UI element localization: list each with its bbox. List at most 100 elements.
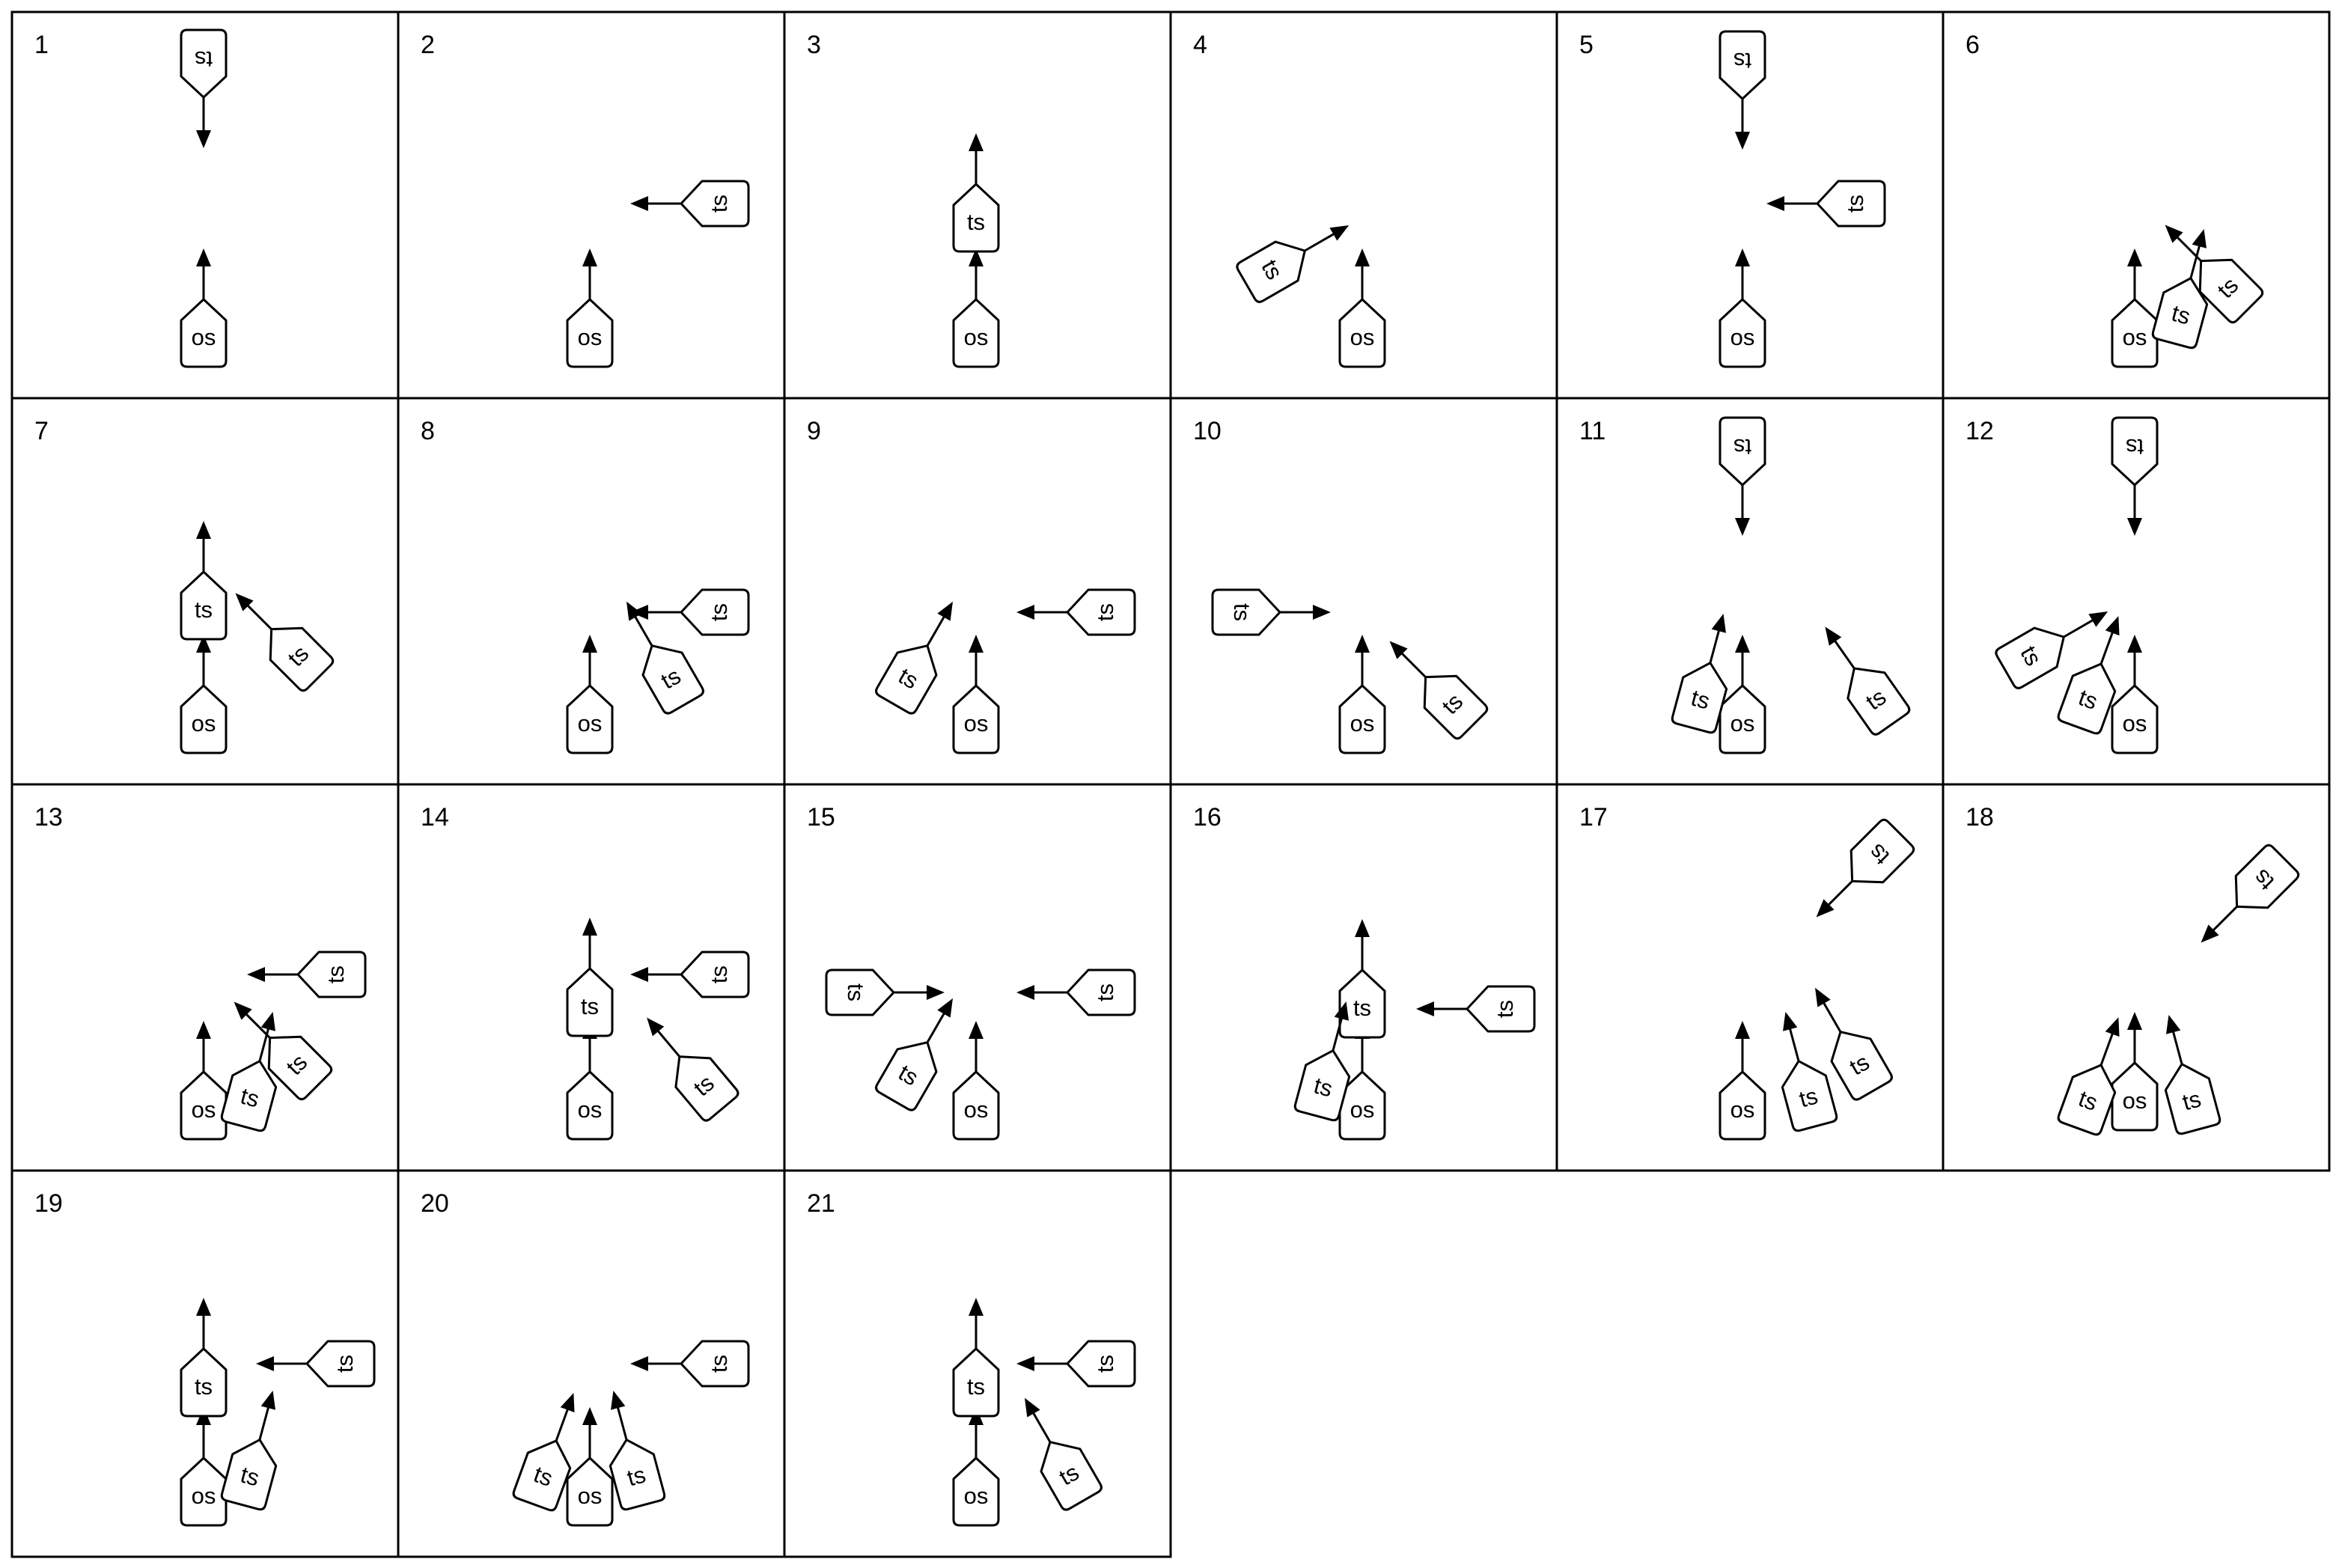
target-ship: ts (1671, 614, 1728, 734)
ship-label: os (1730, 1096, 1755, 1123)
ship-hull (1830, 1031, 1893, 1101)
ship-hull (1816, 180, 1886, 228)
ship-hull (2057, 1064, 2117, 1136)
scenario-number: 6 (1966, 31, 1980, 59)
scenario-number: 14 (421, 803, 449, 832)
ship-hull (1671, 662, 1728, 734)
arrow-head-icon (1016, 985, 1034, 1000)
ship-hull (2234, 844, 2300, 909)
ship-label: os (2123, 710, 2147, 736)
target-ship: ts (609, 1391, 666, 1511)
ship-hull (2198, 258, 2264, 324)
ship-hull (2111, 416, 2159, 486)
heading-vector (258, 1403, 271, 1441)
arrow-head-icon (2166, 1015, 2181, 1034)
arrow-head-icon (1016, 1356, 1034, 1371)
ship-hull (952, 183, 1000, 253)
heading-vector (258, 1025, 271, 1062)
heading-vector (926, 612, 948, 647)
ship-label: os (192, 324, 216, 350)
scenario-number: 12 (1966, 417, 1994, 445)
arrow-head-icon (969, 133, 984, 151)
ship-label: os (964, 710, 989, 736)
arrow-head-icon (969, 1298, 984, 1316)
ship-label: ts (195, 597, 213, 623)
ship-hull (875, 644, 938, 715)
ship-hull (1236, 240, 1306, 303)
own-ship: os (566, 1021, 614, 1141)
ship-hull (512, 1439, 572, 1512)
target-ship: ts (235, 593, 335, 692)
arrow-head-icon (1329, 225, 1350, 241)
ship-hull (680, 951, 750, 998)
target-ship: ts (220, 1391, 278, 1511)
arrow-head-icon (2088, 611, 2108, 627)
scenario-number: 16 (1193, 803, 1222, 832)
heading-vector (2099, 1029, 2115, 1066)
ship-hull (952, 1347, 1000, 1418)
target-ship: ts (875, 998, 953, 1111)
ship-label: os (192, 1096, 216, 1123)
ship-label: os (1730, 324, 1755, 350)
own-ship: os (1338, 248, 1386, 368)
heading-vector (555, 1405, 570, 1442)
ship-hull (1466, 985, 1536, 1033)
own-ship: os (952, 635, 1000, 754)
ship-label: ts (1842, 195, 1868, 213)
arrow-head-icon (2192, 229, 2207, 248)
cell-border (783, 1169, 1172, 1558)
ship-hull (180, 570, 228, 641)
ship-hull (180, 1347, 228, 1418)
arrow-head-icon (1016, 605, 1034, 620)
arrow-head-icon (1735, 1021, 1750, 1039)
arrow-head-icon (582, 1407, 597, 1425)
arrow-head-icon (927, 985, 945, 1000)
arrow-head-icon (1355, 919, 1370, 937)
ship-hull (220, 1439, 278, 1511)
ship-hull (1211, 588, 1281, 636)
ship-label: ts (1229, 603, 1255, 621)
target-ship: ts (2151, 229, 2209, 350)
arrow-head-icon (630, 967, 648, 982)
target-ship: ts (1293, 1001, 1351, 1122)
cell-border (1942, 783, 2331, 1172)
target-ship: ts (1025, 1397, 1103, 1511)
arrow-head-icon (1355, 635, 1370, 653)
ship-hull (1995, 626, 2065, 689)
ship-hull (680, 180, 750, 228)
arrow-head-icon (937, 998, 953, 1018)
ship-hull (1719, 30, 1766, 100)
ship-hull (1040, 1441, 1103, 1511)
arrow-head-icon (582, 248, 597, 266)
arrow-head-icon (1825, 626, 1842, 646)
ship-hull (566, 684, 614, 754)
own-ship: os (180, 1021, 228, 1141)
arrow-head-icon (1735, 248, 1750, 266)
ship-label: os (2123, 324, 2147, 350)
ship-label: ts (967, 1373, 985, 1400)
own-ship: os (952, 1021, 1000, 1141)
arrow-head-icon (2105, 616, 2120, 636)
arrow-head-icon (2127, 1012, 2142, 1030)
arrow-head-icon (630, 196, 648, 211)
ship-hull (180, 28, 228, 99)
ship-label: os (964, 1483, 989, 1509)
target-ship: ts (1825, 626, 1911, 736)
heading-vector (2063, 617, 2097, 638)
ship-label: ts (706, 195, 732, 213)
ship-label: ts (581, 993, 599, 1019)
own-ship: os (2111, 635, 2159, 754)
arrow-head-icon (196, 635, 211, 653)
arrow-head-icon (969, 248, 984, 266)
arrow-head-icon (969, 1021, 984, 1039)
own-ship: os (1719, 635, 1766, 754)
scenario-number: 9 (807, 417, 821, 445)
scenario-number: 2 (421, 31, 435, 59)
ship-label: os (964, 1096, 989, 1123)
